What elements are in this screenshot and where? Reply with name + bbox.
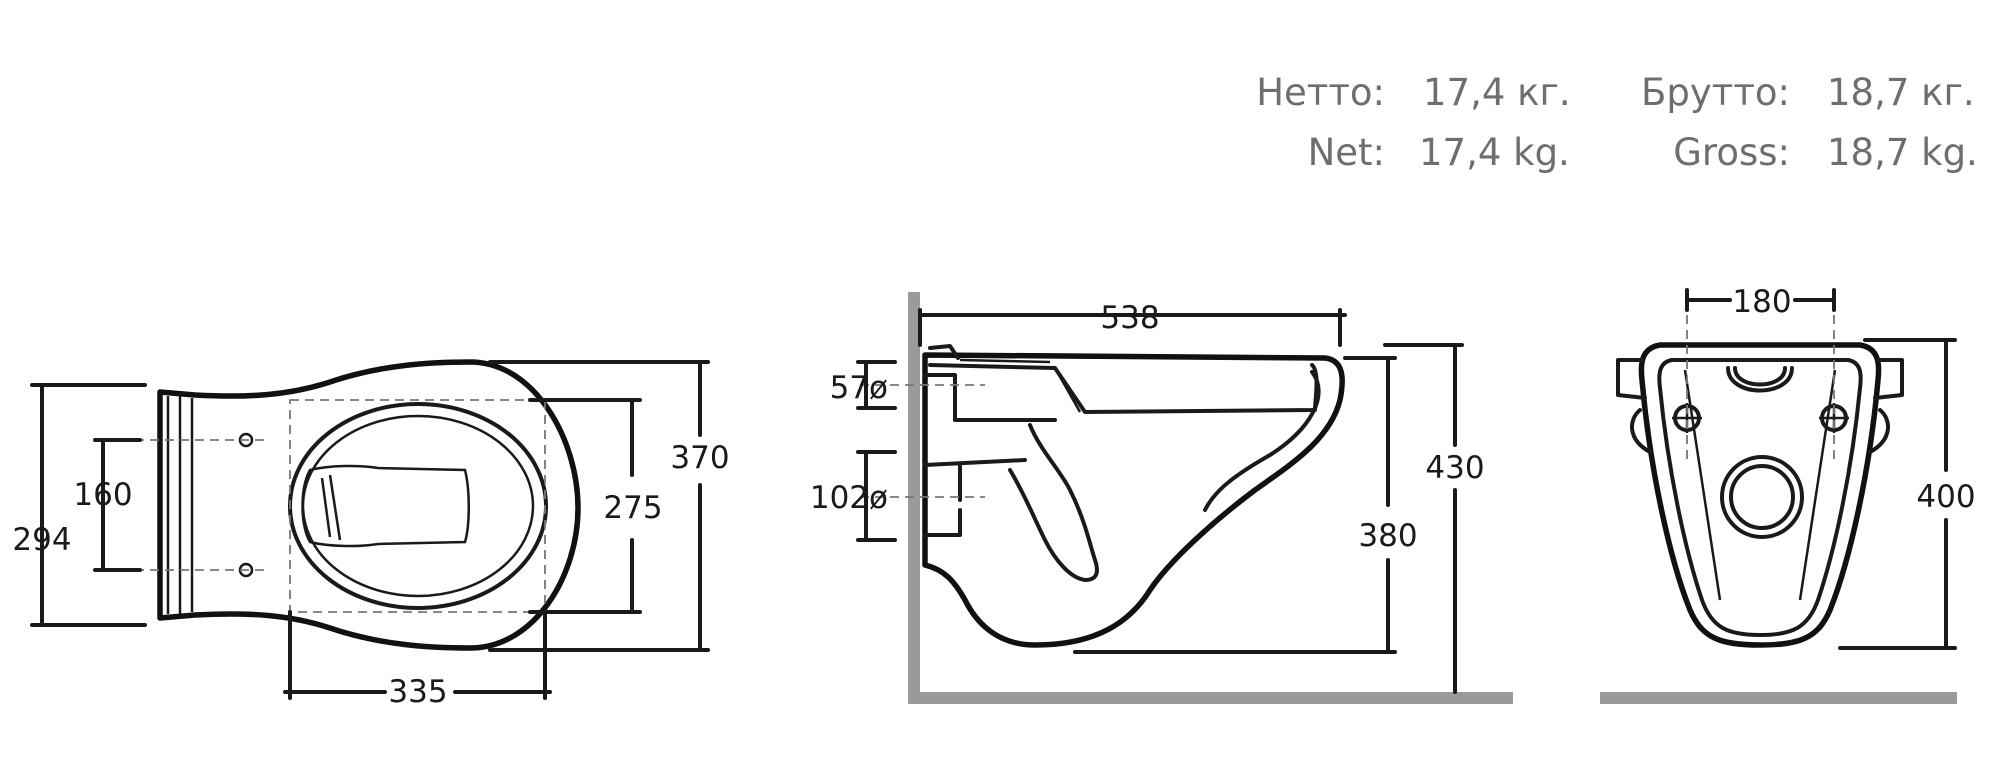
top-view: 294 160 335 275 370: [12, 359, 730, 710]
rear-water-inlet: [1726, 366, 1794, 393]
net-label: Net:: [1308, 131, 1385, 174]
side-view-trap: [1008, 423, 1099, 582]
netto-value: 17,4 кг.: [1423, 71, 1571, 114]
side-view-outline: [922, 352, 1345, 648]
top-view-rim-inner: [301, 414, 535, 598]
gross-label: Gross:: [1673, 131, 1790, 174]
side-floor: [908, 692, 1513, 704]
side-view: 538 57ø 102ø 380 430: [810, 292, 1513, 704]
water-inlet: [923, 344, 1057, 422]
weights-block: Нетто: 17,4 кг. Брутто: 18,7 кг. Net: 17…: [1256, 71, 1978, 174]
dim-top-overall-370: 370: [670, 440, 729, 476]
netto-label: Нетто:: [1256, 71, 1385, 114]
bowl-opening: [301, 464, 470, 548]
rear-left-lug: [1616, 358, 1652, 454]
dim-water-inlet-57: 57ø: [830, 370, 888, 406]
dim-side-length-538: 538: [1100, 300, 1159, 336]
side-wall: [908, 292, 920, 704]
dim-top-inner-275: 275: [603, 490, 662, 526]
bowl-opening-inner: [320, 474, 342, 541]
dim-rear-height-400: 400: [1916, 479, 1975, 515]
side-view-rim: [928, 363, 1319, 414]
rear-right-lug: [1868, 358, 1904, 454]
rear-view-inner: [1657, 358, 1863, 637]
gross-value: 18,7 kg.: [1827, 131, 1978, 174]
rear-view: 180 400: [1600, 284, 1976, 704]
mounting-plate: [166, 396, 194, 614]
rear-drain-outer: [1720, 455, 1804, 539]
net-value: 17,4 kg.: [1419, 131, 1570, 174]
rear-drain-inner: [1729, 464, 1795, 530]
dim-side-height-380: 380: [1358, 518, 1417, 554]
top-view-rim: [288, 402, 548, 610]
drain-outlet: [923, 458, 1027, 537]
dim-top-length-335: 335: [388, 674, 447, 710]
dim-top-width-294: 294: [12, 522, 71, 558]
dim-side-height-430: 430: [1425, 450, 1484, 486]
brutto-label: Брутто:: [1641, 71, 1790, 114]
dim-rear-bolts-180: 180: [1732, 284, 1791, 320]
rear-floor: [1600, 692, 1957, 704]
dim-top-bolts-160: 160: [73, 477, 132, 513]
top-view-outline: [157, 359, 581, 651]
dim-drain-outlet-102: 102ø: [810, 480, 888, 516]
brutto-value: 18,7 кг.: [1827, 71, 1975, 114]
rear-view-outline: [1638, 342, 1882, 648]
